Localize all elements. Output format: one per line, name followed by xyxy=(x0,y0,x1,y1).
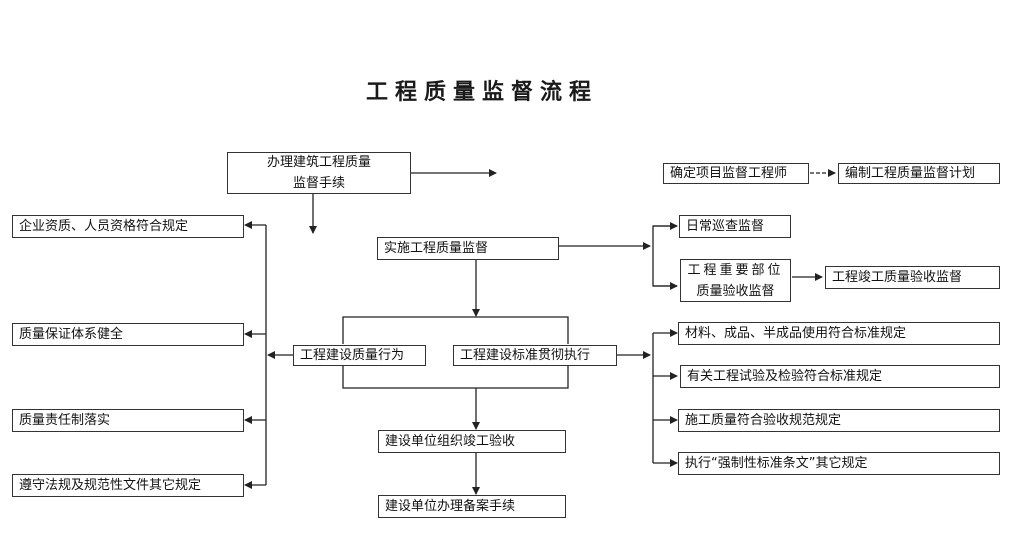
left-item: 企业资质、人员资格符合规定 xyxy=(12,215,244,238)
node-compile-plan: 编制工程质量监督计划 xyxy=(838,163,1000,184)
node-handle-procedures-line1: 办理建筑工程质量 xyxy=(266,155,371,170)
left-item: 质量保证体系健全 xyxy=(12,323,244,346)
right-item: 执行“强制性标准条文”其它规定 xyxy=(678,452,1000,475)
left-item: 遵守法规及规范性文件其它规定 xyxy=(12,474,244,497)
branch-implement-right xyxy=(652,225,677,287)
node-handle-procedures-line2: 监督手续 xyxy=(292,176,345,191)
page-title: 工程质量监督流程 xyxy=(365,80,598,105)
node-standards-implementation: 工程建设标准贯彻执行 xyxy=(453,345,617,366)
right-item: 有关工程试验及检验符合标准规定 xyxy=(680,365,1000,388)
node-key-parts-line2: 质量验收监督 xyxy=(696,283,775,299)
bracket-top xyxy=(342,316,569,344)
right-item: 施工质量符合验收规范规定 xyxy=(678,409,1000,432)
node-filing-procedures: 建设单位办理备案手续 xyxy=(378,495,566,518)
left-item: 质量责任制落实 xyxy=(12,409,244,432)
node-key-parts: 工程重要部位 质量验收监督 xyxy=(680,259,791,302)
node-completion-acceptance-supervision: 工程竣工质量验收监督 xyxy=(825,266,1000,289)
node-quality-behavior: 工程建设质量行为 xyxy=(293,345,426,366)
bracket-bottom xyxy=(342,366,569,389)
right-item: 材料、成品、半成品使用符合标准规定 xyxy=(678,322,1000,345)
node-key-parts-line1: 工程重要部位 xyxy=(687,262,784,278)
node-daily-inspection: 日常巡查监督 xyxy=(679,215,791,238)
node-organize-acceptance: 建设单位组织竣工验收 xyxy=(378,430,566,453)
node-implement-supervision: 实施工程质量监督 xyxy=(377,237,559,260)
node-handle-procedures: 办理建筑工程质量 监督手续 xyxy=(227,152,411,194)
node-determine-engineer: 确定项目监督工程师 xyxy=(663,163,809,184)
